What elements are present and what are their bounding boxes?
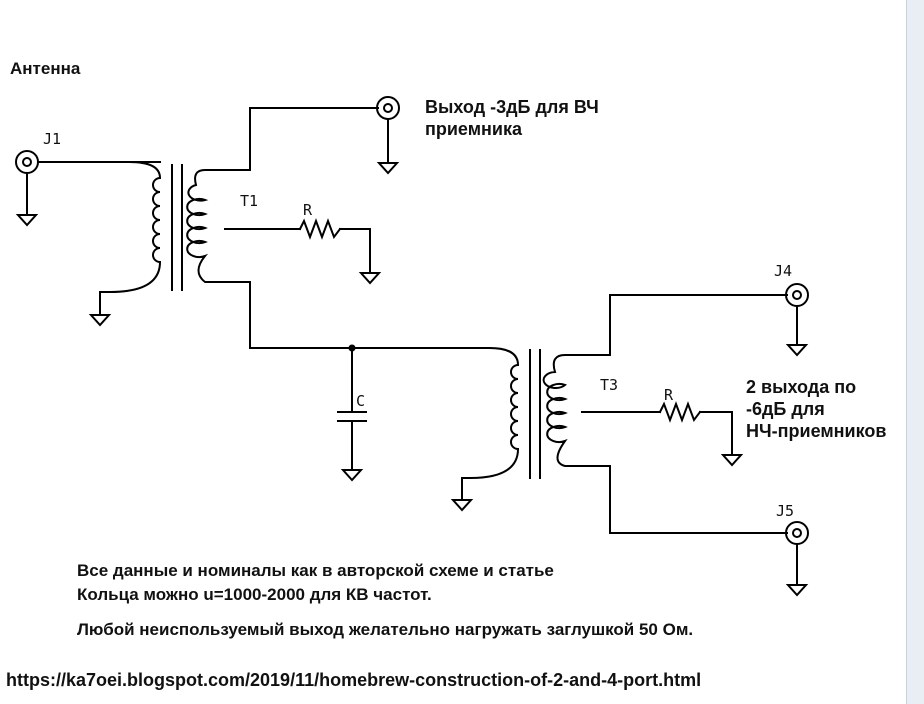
ground-j4 [787, 334, 807, 356]
c-label: C [356, 392, 366, 410]
hf-output-line2: приемника [425, 119, 522, 139]
connector-j4 [785, 283, 809, 307]
ground-t3-primary [452, 489, 472, 511]
j4-label: J4 [774, 262, 793, 280]
transformer-t3-secondary [542, 354, 611, 467]
connector-j1 [15, 150, 39, 174]
j5-label: J5 [776, 502, 795, 520]
resistor-r2 [658, 401, 702, 423]
transformer-t3-primary [461, 346, 520, 479]
antenna-label: Антенна [10, 59, 81, 78]
ground-r1 [360, 262, 380, 284]
hf-output-label: Выход -3дБ для ВЧ приемника [425, 96, 599, 140]
note-line-3: Любой неиспользуемый выход желательно на… [77, 620, 694, 639]
ground-j5 [787, 574, 807, 596]
note-line-1: Все данные и номиналы как в авторской сх… [77, 561, 554, 580]
source-url: https://ka7oei.blogspot.com/2019/11/home… [6, 670, 702, 690]
note-line-2: Кольца можно u=1000-2000 для КВ частот. [77, 585, 432, 604]
transformer-t1-primary [99, 160, 162, 293]
lf-output-line3: НЧ-приемников [746, 421, 887, 441]
j1-label: J1 [43, 130, 62, 148]
ground-hf-output [378, 152, 398, 174]
connector-hf-output [376, 96, 400, 120]
lf-outputs-label: 2 выхода по -6дБ для НЧ-приемников [746, 376, 886, 442]
ground-t1-primary [90, 304, 110, 326]
t3-label: T3 [600, 376, 619, 394]
hf-output-line1: Выход -3дБ для ВЧ [425, 97, 599, 117]
connector-j5 [785, 521, 809, 545]
ground-c [342, 459, 362, 481]
resistor-r1 [298, 218, 342, 240]
ground-j1 [17, 204, 37, 226]
r1-label: R [303, 201, 313, 219]
window-scrollbar[interactable] [906, 0, 924, 704]
lf-output-line2: -6дБ для [746, 399, 825, 419]
lf-output-line1: 2 выхода по [746, 377, 857, 397]
ground-r2 [722, 444, 742, 466]
r2-label: R [664, 386, 674, 404]
t1-label: T1 [240, 192, 259, 210]
transformer-t1-secondary [186, 169, 251, 283]
